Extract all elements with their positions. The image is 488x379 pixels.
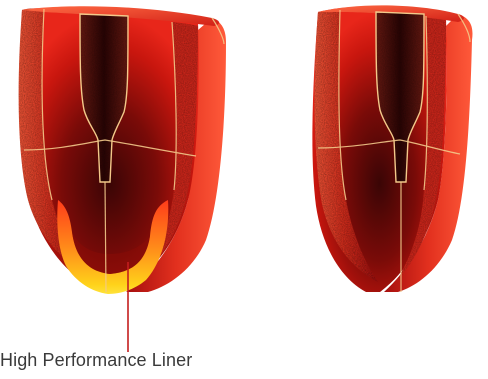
liner-callout-label: High Performance Liner — [0, 349, 192, 371]
cutaway-with-liner — [19, 6, 226, 294]
cutaway-without-liner — [312, 5, 472, 292]
